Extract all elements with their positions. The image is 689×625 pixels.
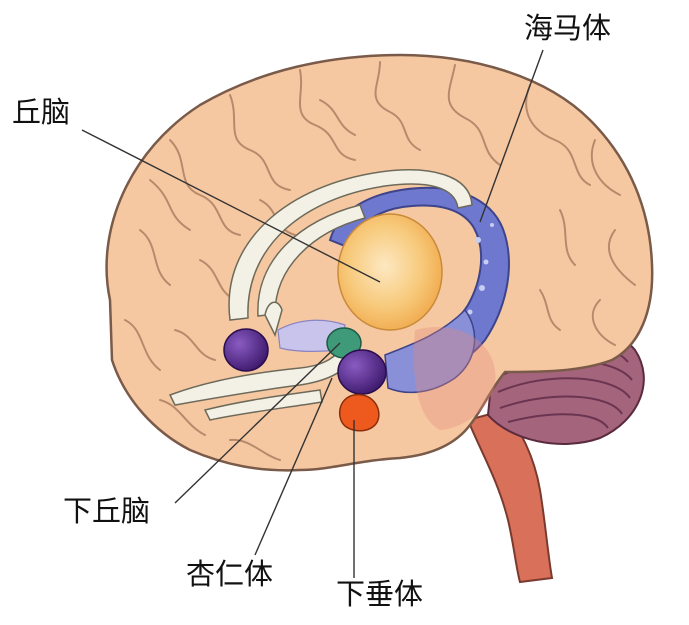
hippocampal-body — [384, 308, 476, 394]
label-pituitary: 下垂体 — [336, 577, 424, 611]
label-hypothalamus: 下丘脑 — [63, 494, 151, 528]
thalamus — [337, 213, 443, 331]
mammillary-body — [337, 349, 387, 395]
temporal-overlay — [413, 326, 496, 430]
pituitary — [338, 393, 380, 432]
label-thalamus: 丘脑 — [12, 95, 71, 129]
amygdala — [223, 328, 269, 372]
leader-line-hippocampus — [479, 49, 544, 223]
leader-line-hypothalamus — [174, 342, 341, 504]
leader-lines — [81, 49, 544, 578]
label-hippocampus: 海马体 — [524, 11, 612, 45]
brainstem — [466, 408, 554, 584]
leader-line-amygdala — [254, 377, 333, 556]
fornix — [168, 169, 473, 421]
leader-line-thalamus — [81, 129, 381, 283]
label-amygdala: 杏仁体 — [186, 557, 274, 591]
